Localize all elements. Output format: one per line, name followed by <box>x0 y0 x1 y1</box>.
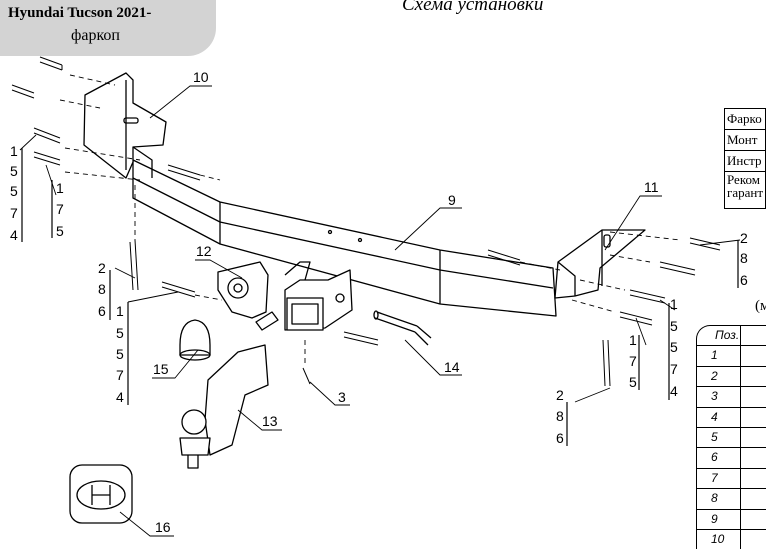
callout-1: 1 <box>629 332 637 348</box>
callout-8: 8 <box>556 408 564 424</box>
callout-7: 7 <box>10 205 18 221</box>
spec-pos: 7 <box>697 468 741 489</box>
callout-5: 5 <box>116 325 124 341</box>
hyundai-emblem <box>69 464 133 524</box>
callout-10: 10 <box>193 69 209 85</box>
spec-pos: 4 <box>697 407 741 427</box>
callout-1: 1 <box>670 296 678 312</box>
callout-13: 13 <box>262 413 278 429</box>
right-bracket <box>554 229 646 299</box>
product-name: фаркоп <box>71 27 120 44</box>
parts-spec-table: Поз. 1 2 3 4 5 6 7 8 9 10 <box>696 325 766 550</box>
callout-8: 8 <box>98 281 106 297</box>
callout-5: 5 <box>670 318 678 334</box>
spec-header: Поз. <box>697 326 741 346</box>
fasteners <box>11 56 721 387</box>
spec-pos: 9 <box>697 509 741 529</box>
callout-11: 11 <box>644 179 659 195</box>
leader-lines <box>19 85 741 537</box>
callout-2: 2 <box>98 260 106 276</box>
spec-row: 2 <box>697 365 766 387</box>
diagram-title: Схема установки <box>402 0 544 15</box>
callout-6: 6 <box>740 272 748 288</box>
guide-lines <box>59 74 681 365</box>
hitch-pin <box>373 310 432 346</box>
receiver-tube <box>284 261 353 331</box>
title-tab: Hyundai Tucson 2021- фаркоп <box>0 0 216 56</box>
kit-row: Инстр <box>723 150 766 172</box>
callout-4: 4 <box>116 389 124 405</box>
tow-ball <box>179 319 211 361</box>
kit-row: Фарко <box>723 108 766 130</box>
callout-8: 8 <box>740 250 748 266</box>
callout-3: 3 <box>338 389 346 405</box>
callout-15: 15 <box>153 361 169 377</box>
callout-14: 14 <box>444 359 460 375</box>
callout-5: 5 <box>670 339 678 355</box>
spec-header-row: Поз. <box>697 326 766 346</box>
spec-pos: 2 <box>697 366 741 387</box>
kit-row: Монт <box>723 129 766 151</box>
spec-pos: 6 <box>697 448 741 468</box>
spec-row: 10 <box>697 528 766 550</box>
callout-4: 4 <box>10 227 18 243</box>
callout-5: 5 <box>10 163 18 179</box>
callout-6: 6 <box>98 303 106 319</box>
callout-5: 5 <box>10 183 18 199</box>
spec-pos: 10 <box>697 529 741 550</box>
callout-1: 1 <box>116 303 124 319</box>
spec-pos: 1 <box>697 346 741 366</box>
kit-row-line: Реком <box>727 172 760 187</box>
callout-4: 4 <box>670 383 678 399</box>
spec-row: 5 <box>697 426 766 448</box>
spec-row: 3 <box>697 386 766 407</box>
units-label: (м <box>755 298 766 314</box>
spec-pos: 5 <box>697 427 741 448</box>
ball-mount <box>179 344 269 469</box>
socket-bracket <box>217 261 279 331</box>
callout-16: 16 <box>155 519 171 535</box>
callout-7: 7 <box>629 353 637 369</box>
callout-2: 2 <box>556 387 564 403</box>
spec-row: 7 <box>697 467 766 489</box>
callout-12: 12 <box>196 243 212 259</box>
callout-7: 7 <box>56 201 64 217</box>
kit-row-line: гарант <box>727 185 764 200</box>
callout-1: 1 <box>10 143 18 159</box>
callout-labels: 10 9 11 12 13 14 15 16 3 1 5 5 7 4 1 7 5… <box>10 69 748 535</box>
callout-6: 6 <box>556 430 564 446</box>
crossbar <box>132 159 557 317</box>
vehicle-model: Hyundai Tucson 2021- <box>8 5 152 21</box>
callout-7: 7 <box>670 361 678 377</box>
spec-pos: 8 <box>697 489 741 509</box>
callout-5: 5 <box>56 223 64 239</box>
spec-row: 1 <box>697 345 766 366</box>
callout-5: 5 <box>116 346 124 362</box>
callout-9: 9 <box>448 192 456 208</box>
callout-5: 5 <box>629 374 637 390</box>
callout-7: 7 <box>116 367 124 383</box>
callout-2: 2 <box>740 230 748 246</box>
spec-row: 8 <box>697 488 766 509</box>
callout-bars <box>21 148 739 446</box>
spec-pos: 3 <box>697 387 741 407</box>
spec-row: 6 <box>697 447 766 468</box>
spec-row: 4 <box>697 406 766 427</box>
left-bracket <box>83 72 167 179</box>
callout-1: 1 <box>56 180 64 196</box>
spec-row: 9 <box>697 508 766 529</box>
